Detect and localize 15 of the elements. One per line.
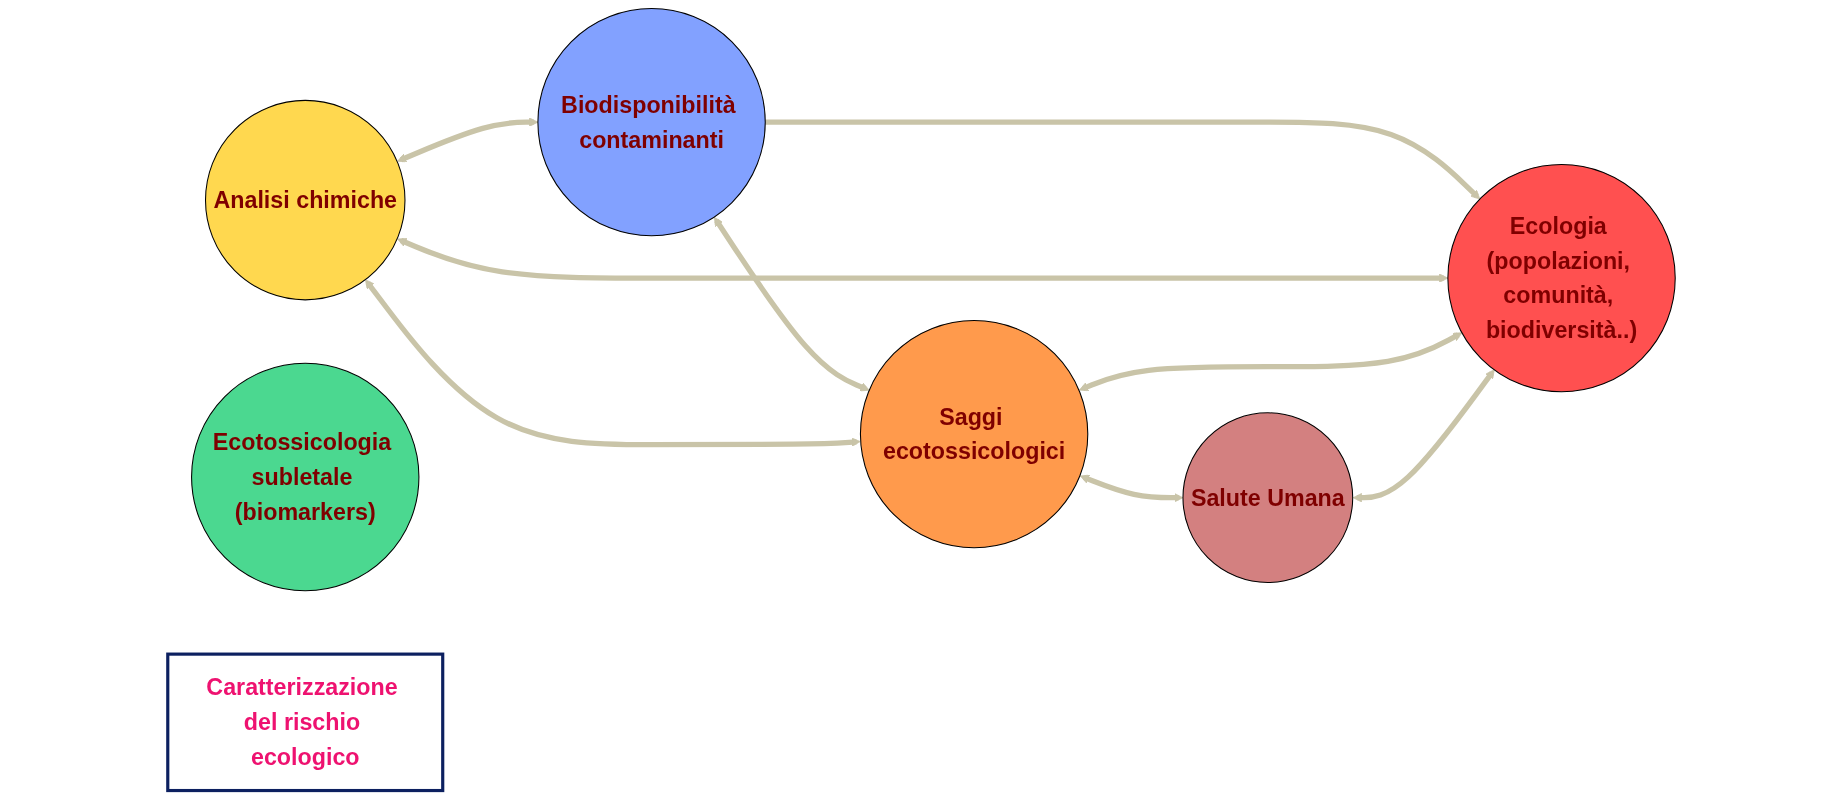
arrow (1079, 474, 1184, 503)
arrow (713, 216, 870, 392)
node-circle: Saggi ecotossicologici (859, 319, 1089, 549)
arrow (1352, 369, 1495, 503)
node-circle: Ecologia (popolazioni, comunità, biodiversità..) (1447, 163, 1676, 393)
node-box: Caratterizzazione del rischio ecologico (166, 652, 445, 793)
arrow (765, 119, 1481, 200)
node-circle: Salute Umana (1182, 412, 1354, 584)
node-circle: Analisi chimiche (205, 99, 406, 301)
arrow (397, 117, 539, 163)
arrow (397, 238, 1449, 283)
node-circle: Biodisponibilità contaminanti (537, 7, 766, 237)
node-circle: Ecotossicologia subletale (biomarkers) (191, 362, 420, 592)
arrow (1078, 332, 1463, 392)
arrow (365, 279, 861, 448)
